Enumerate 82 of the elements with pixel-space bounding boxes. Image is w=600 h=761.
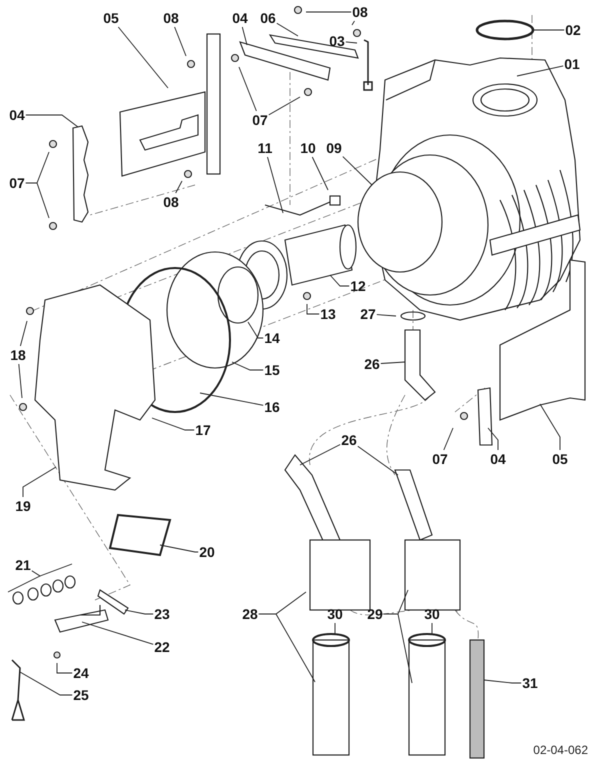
callout-number: 04 bbox=[9, 107, 25, 123]
callout-number: 03 bbox=[329, 33, 345, 49]
leader-line bbox=[300, 444, 341, 466]
leader-line bbox=[330, 274, 350, 286]
leader-line bbox=[152, 418, 195, 430]
leader-line bbox=[516, 65, 564, 76]
leader-line bbox=[56, 662, 73, 674]
callout-number: 26 bbox=[341, 432, 357, 448]
leader-line bbox=[342, 156, 372, 186]
callout-number: 02 bbox=[565, 22, 581, 38]
leader-line bbox=[22, 466, 56, 498]
callout-number: 08 bbox=[163, 194, 179, 210]
callout-number: 04 bbox=[232, 10, 248, 26]
callout-number: 18 bbox=[10, 347, 26, 363]
leader-line bbox=[345, 41, 358, 44]
leader-line bbox=[352, 20, 355, 26]
callout-number: 16 bbox=[264, 399, 280, 415]
callout-number: 01 bbox=[564, 56, 580, 72]
callout-number: 30 bbox=[327, 606, 343, 622]
callout-number: 10 bbox=[300, 140, 316, 156]
callout-number: 25 bbox=[73, 687, 89, 703]
callout-number: 28 bbox=[242, 606, 258, 622]
leader-line bbox=[174, 26, 186, 56]
callout-number: 07 bbox=[432, 451, 448, 467]
callout-number: 31 bbox=[522, 675, 538, 691]
leader-line bbox=[267, 156, 284, 214]
callout-number: 13 bbox=[320, 306, 336, 322]
callout-number: 08 bbox=[352, 4, 368, 20]
callout-number: 11 bbox=[258, 140, 272, 156]
leader-line bbox=[200, 392, 264, 406]
callout-number: 19 bbox=[15, 498, 31, 514]
leader-line bbox=[306, 304, 320, 314]
leader-line bbox=[82, 622, 154, 645]
leader-line bbox=[443, 428, 454, 450]
leader-line bbox=[242, 26, 248, 46]
leader-line bbox=[20, 320, 28, 346]
callout-number: 05 bbox=[103, 10, 119, 26]
leader-line bbox=[124, 610, 154, 614]
callout-number: 26 bbox=[364, 356, 380, 372]
leader-line bbox=[276, 22, 298, 36]
leader-line bbox=[380, 362, 406, 364]
callout-number: 08 bbox=[163, 10, 179, 26]
leader-line bbox=[160, 544, 199, 552]
leader-line bbox=[238, 66, 257, 112]
leader-line bbox=[25, 114, 78, 128]
leader-line bbox=[232, 362, 264, 370]
callout-number: 09 bbox=[326, 140, 342, 156]
leader-line bbox=[540, 404, 560, 450]
callout-number: 21 bbox=[15, 557, 31, 573]
leader-line bbox=[334, 622, 336, 634]
callout-number: 24 bbox=[73, 665, 89, 681]
leader-line bbox=[25, 182, 50, 218]
leader-line bbox=[484, 680, 522, 684]
callout-number: 22 bbox=[154, 639, 170, 655]
callout-number: 12 bbox=[350, 278, 366, 294]
leader-line bbox=[258, 614, 316, 682]
leader-line bbox=[20, 672, 73, 696]
callout-number: 27 bbox=[360, 306, 376, 322]
leader-line bbox=[383, 614, 412, 684]
leader-line bbox=[8, 570, 41, 592]
callout-number: 14 bbox=[264, 330, 280, 346]
leader-line bbox=[376, 314, 396, 316]
callout-number: 15 bbox=[264, 362, 280, 378]
callout-number: 29 bbox=[367, 606, 383, 622]
drawing-number: 02-04-062 bbox=[533, 743, 588, 757]
callout-number: 05 bbox=[552, 451, 568, 467]
callout-number: 20 bbox=[199, 544, 215, 560]
leader-line bbox=[357, 446, 398, 476]
callout-number: 06 bbox=[260, 10, 276, 26]
leader-line bbox=[488, 428, 498, 450]
leader-line bbox=[248, 322, 264, 338]
callout-number: 23 bbox=[154, 606, 170, 622]
callout-number: 04 bbox=[490, 451, 506, 467]
callout-number: 17 bbox=[195, 422, 211, 438]
leader-line bbox=[175, 180, 182, 194]
leader-line bbox=[312, 156, 328, 190]
callout-number: 30 bbox=[424, 606, 440, 622]
callout-number: 07 bbox=[9, 175, 25, 191]
leader-line bbox=[18, 364, 22, 398]
leader-line bbox=[118, 26, 168, 88]
leader-line bbox=[268, 96, 300, 116]
callout-number: 07 bbox=[252, 112, 268, 128]
